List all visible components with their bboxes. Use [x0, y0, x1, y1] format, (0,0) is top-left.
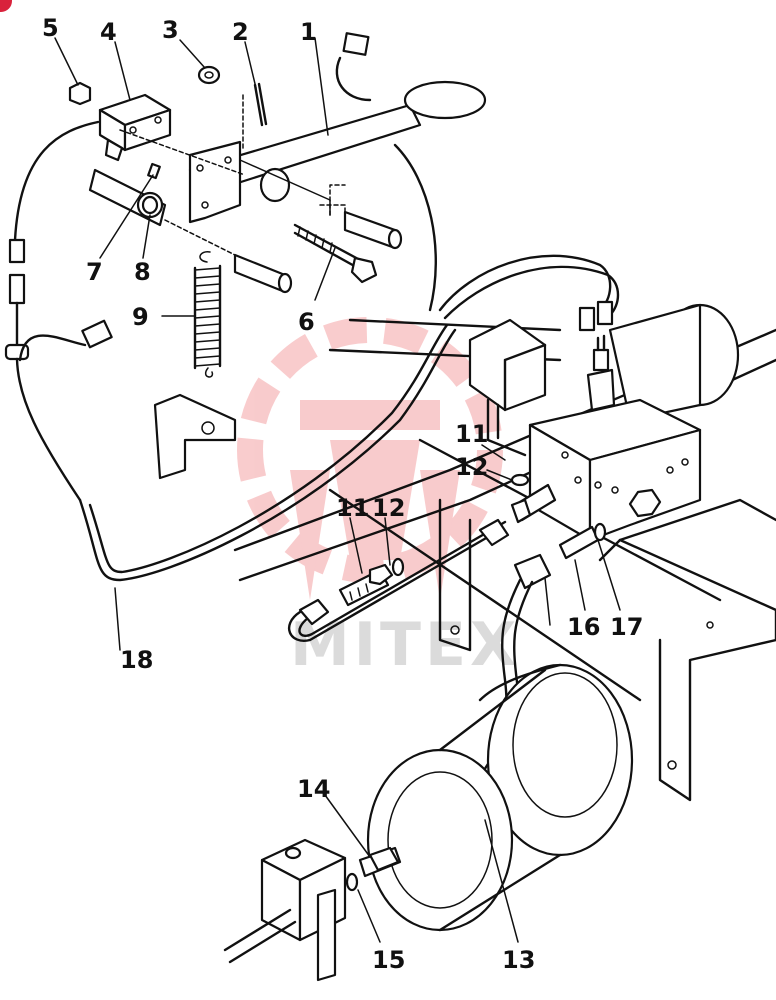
callout-7: 7	[86, 258, 103, 286]
wheel-cylinder	[223, 838, 402, 982]
callout-1: 1	[300, 18, 317, 46]
solenoid-valve	[468, 318, 547, 457]
leader-lines	[54, 37, 621, 943]
watermark-text: MITEX	[290, 610, 520, 680]
callout-6: 6	[298, 308, 315, 336]
callout-5: 5	[42, 14, 59, 42]
callout-3: 3	[162, 16, 179, 44]
watermark-logo	[237, 317, 503, 600]
switch-wiring	[4, 32, 437, 502]
brake-pipe	[78, 323, 457, 582]
callout-12-valve: 12	[455, 453, 488, 481]
valve-fittings	[510, 473, 607, 590]
callout-11-mid: 11	[336, 494, 369, 522]
callout-14: 14	[297, 775, 330, 803]
callout-18: 18	[120, 646, 153, 674]
pump-motor	[608, 303, 740, 472]
callout-12-mid: 12	[372, 494, 405, 522]
mid-fittings	[288, 518, 510, 642]
pressure-switch	[586, 334, 616, 412]
callout-15: 15	[372, 946, 405, 974]
callout-9: 9	[132, 303, 149, 331]
callout-4: 4	[100, 18, 117, 46]
pedal-assembly	[68, 65, 487, 480]
valve-block	[528, 398, 702, 542]
callout-2: 2	[232, 18, 249, 46]
callout-16: 16	[567, 613, 600, 641]
callout-13: 13	[502, 946, 535, 974]
wheel-drum	[366, 663, 634, 932]
callouts: 1 2 3 4 5 6 7 8 9 11 12 11 12 13 14 15 1…	[42, 14, 643, 974]
wiring-harness-top	[438, 254, 620, 332]
callout-11-valve: 11	[455, 420, 488, 448]
callout-17: 17	[610, 613, 643, 641]
callout-8: 8	[134, 258, 151, 286]
